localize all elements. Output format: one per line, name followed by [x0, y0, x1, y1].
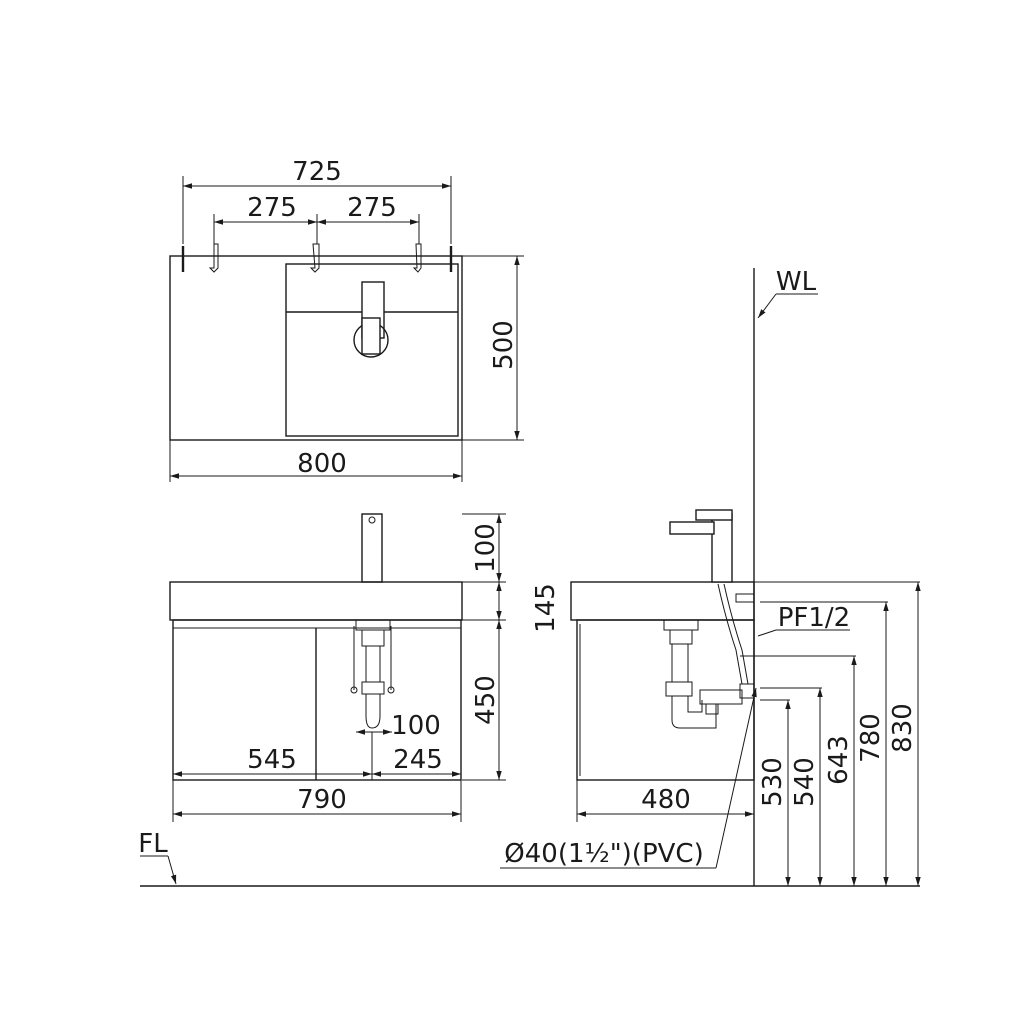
top-view: 725 275 275 500 800: [169, 157, 524, 482]
side-view-faucet: [669, 509, 733, 583]
label-drain: Ø40(1½")(PVC): [504, 839, 703, 869]
side-view-countertop: [570, 581, 755, 621]
dim-790: 790: [297, 785, 347, 815]
dim-643: 643: [824, 735, 854, 785]
dim-480: 480: [641, 785, 691, 815]
label-fl: FL: [138, 829, 168, 859]
dim-500: 500: [489, 320, 519, 370]
floor-label-group: FL: [138, 829, 177, 885]
label-wl: WL: [776, 267, 817, 297]
side-view-trap: [663, 583, 760, 729]
dim-275-left: 275: [247, 193, 297, 223]
top-view-basin: [285, 263, 459, 437]
label-pf: PF1/2: [778, 603, 850, 633]
front-view-cabinet: [172, 619, 462, 781]
dim-530: 530: [758, 757, 788, 807]
side-view-cabinet: [576, 619, 755, 781]
dim-100-trap: 100: [391, 711, 441, 741]
dim-800: 800: [297, 449, 347, 479]
dim-780: 780: [856, 713, 886, 763]
dim-725: 725: [292, 157, 342, 187]
dim-450: 450: [471, 675, 501, 725]
dim-540: 540: [790, 757, 820, 807]
side-view: WL PF1/2 Ø40(1½")(PVC) 480 530 540 643 7…: [140, 267, 921, 887]
dim-275-right: 275: [347, 193, 397, 223]
front-view-trap: [350, 619, 395, 729]
dim-100-faucet: 100: [471, 523, 501, 573]
dim-830: 830: [888, 703, 918, 753]
front-view-countertop: [169, 581, 463, 621]
dim-545: 545: [247, 745, 297, 775]
front-view: 100 450 100 545 245 790: [169, 513, 506, 822]
dim-145: 145: [531, 583, 561, 633]
top-view-outline: [169, 255, 463, 441]
dim-245: 245: [393, 745, 443, 775]
front-view-faucet: [361, 513, 383, 583]
